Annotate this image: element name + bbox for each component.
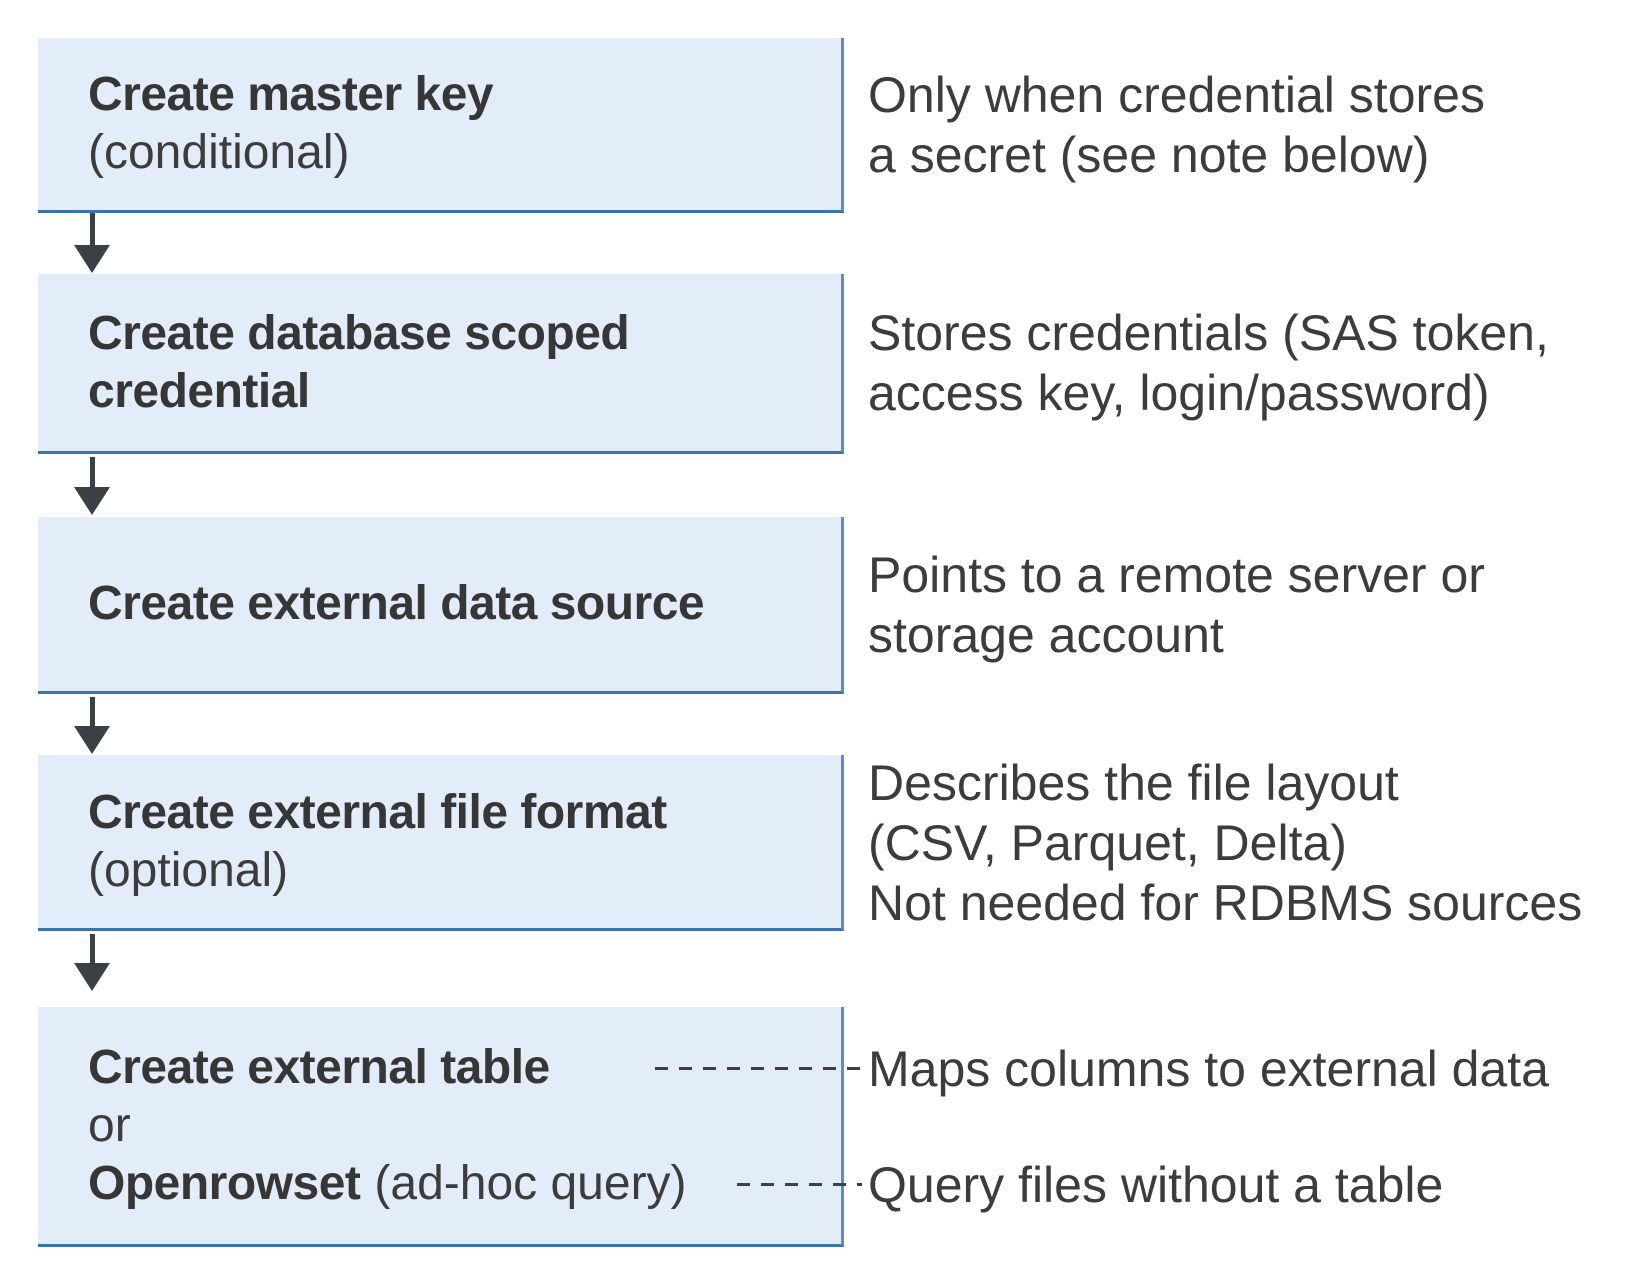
- step-box-create-database-scoped-credential: Create database scoped credential: [38, 274, 844, 454]
- step-qualifier: (optional): [88, 842, 841, 900]
- note-openrowset: Query files without a table: [868, 1155, 1443, 1215]
- note-line: a secret (see note below): [868, 127, 1430, 183]
- note-line: Query files without a table: [868, 1157, 1444, 1213]
- step-qualifier: (conditional): [88, 124, 841, 182]
- note-line: Only when credential stores: [868, 67, 1485, 123]
- note-master-key: Only when credential stores a secret (se…: [868, 65, 1485, 185]
- note-line: Not needed for RDBMS sources: [868, 875, 1583, 931]
- step-title-text: Create master key: [88, 68, 494, 121]
- arrow-stem: [90, 934, 95, 967]
- step-title-text: Create external data source: [88, 577, 705, 630]
- dashed-connector-external-table: [655, 1067, 862, 1070]
- note-line: Describes the file layout: [868, 755, 1399, 811]
- step-title-text: Create external table: [88, 1040, 550, 1094]
- arrow-head-icon: [74, 487, 110, 515]
- step-option1-title: Create external table: [88, 1039, 841, 1097]
- step-qualifier-text: (ad-hoc query): [374, 1156, 687, 1210]
- note-database-scoped-credential: Stores credentials (SAS token, access ke…: [868, 303, 1549, 423]
- step-box-create-external-file-format: Create external file format (optional): [38, 755, 844, 931]
- step-title: Create master key: [88, 66, 841, 124]
- step-title: credential: [88, 363, 841, 421]
- note-line: storage account: [868, 607, 1224, 663]
- step-title-text: Create database scoped: [88, 306, 630, 360]
- step-box-create-master-key: Create master key (conditional): [38, 38, 844, 213]
- step-title: Create external data source: [88, 575, 841, 633]
- note-line: access key, login/password): [868, 365, 1490, 421]
- note-external-data-source: Points to a remote server or storage acc…: [868, 545, 1485, 665]
- note-line: Maps columns to external data: [868, 1041, 1549, 1097]
- arrow-head-icon: [74, 726, 110, 754]
- dashed-connector-openrowset: [737, 1183, 862, 1186]
- step-conjunction-text: or: [88, 1098, 131, 1152]
- step-qualifier-text: (conditional): [88, 126, 350, 179]
- step-qualifier-text: (optional): [88, 843, 289, 897]
- arrow-head-icon: [74, 245, 110, 273]
- note-line: Points to a remote server or: [868, 547, 1485, 603]
- step-title-text: Create external file format: [88, 785, 667, 839]
- note-line: (CSV, Parquet, Delta): [868, 815, 1347, 871]
- note-line: Stores credentials (SAS token,: [868, 305, 1549, 361]
- arrow-stem: [90, 697, 95, 730]
- step-conjunction: or: [88, 1097, 841, 1155]
- step-title: Create database scoped: [88, 305, 841, 363]
- step-title-text: credential: [88, 364, 310, 418]
- step-box-create-external-data-source: Create external data source: [38, 517, 844, 694]
- note-external-table: Maps columns to external data: [868, 1039, 1549, 1099]
- note-external-file-format: Describes the file layout (CSV, Parquet,…: [868, 753, 1582, 933]
- arrow-head-icon: [74, 963, 110, 991]
- step-title: Create external file format: [88, 784, 841, 842]
- step-option2-title: Openrowset(ad-hoc query): [88, 1155, 841, 1213]
- arrow-stem: [90, 457, 95, 491]
- arrow-stem: [90, 213, 95, 249]
- step-title-text: Openrowset: [88, 1156, 361, 1210]
- step-box-create-external-table-or-openrowset: Create external table or Openrowset(ad-h…: [38, 1007, 844, 1247]
